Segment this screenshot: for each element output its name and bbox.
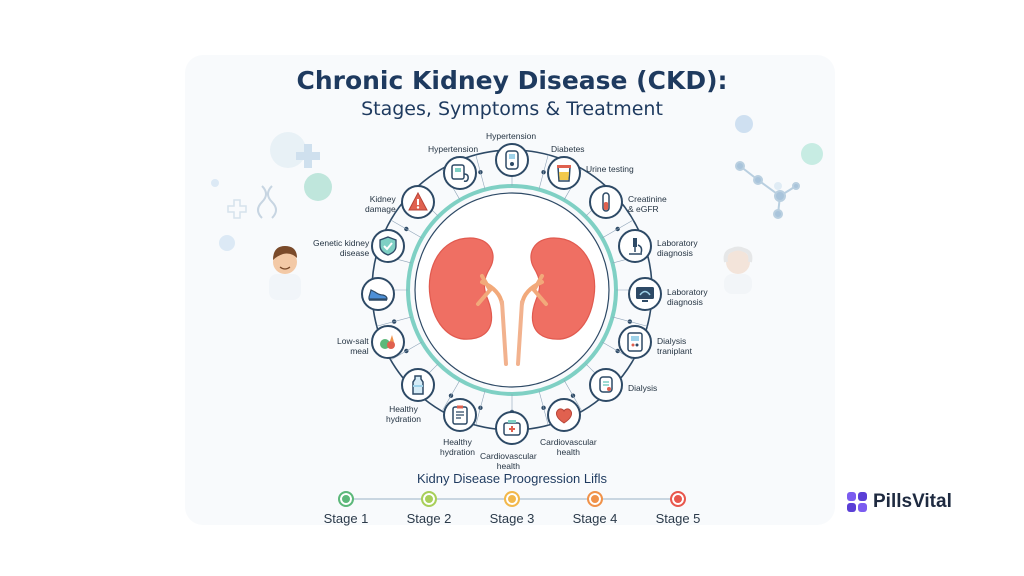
- ring-node-laboratory-diagnosis-1: [618, 229, 652, 263]
- ring-label-dialysis: Dialysis: [628, 383, 658, 393]
- stage-label-3: Stage 3: [489, 511, 535, 526]
- cross-icon: [296, 144, 320, 168]
- ring-label-laboratory-diagnosis-1: Laboratory diagnosis: [657, 238, 698, 258]
- glucose-meter-icon: [505, 150, 519, 170]
- test-tube-icon: [602, 192, 610, 212]
- decor-bubble: [735, 115, 753, 133]
- stage-dot-1: [338, 491, 354, 507]
- ring-node-diabetes: [547, 156, 581, 190]
- urine-cup-icon: [557, 165, 571, 182]
- ring-node-dialysis-transplant: [618, 325, 652, 359]
- stage-dot-2: [421, 491, 437, 507]
- ring-label-diabetes: Diabetes: [551, 144, 585, 154]
- molecule-icon: [735, 161, 800, 219]
- dialysis-machine-icon: [627, 332, 643, 352]
- ring-spoke: [475, 154, 486, 190]
- blood-pressure-monitor-icon: [451, 164, 469, 182]
- medicine-box-icon: [503, 420, 521, 436]
- ring-node-exercise: [361, 277, 395, 311]
- page-subtitle: Stages, Symptoms & Treatment: [361, 98, 663, 120]
- stage-label-4: Stage 4: [572, 511, 618, 526]
- ultrasound-monitor-icon: [636, 287, 654, 302]
- ring-node-dialysis: [589, 368, 623, 402]
- elder-avatar: [723, 246, 753, 294]
- stage-label-2: Stage 2: [406, 511, 452, 526]
- decor-bubble: [304, 173, 332, 201]
- ring-node-healthy-hydration-1: [443, 398, 477, 432]
- ring-label-laboratory-diagnosis-2: Laboratory diagnosis: [667, 287, 708, 307]
- ring-label-genetic-kidney-disease: Genetic kidney disease: [313, 238, 370, 258]
- decor-bubble: [211, 179, 219, 187]
- brand-name: PillsVital: [873, 491, 952, 512]
- left-ureter: [500, 300, 508, 366]
- warning-icon: [408, 191, 428, 211]
- doctor-avatar: [269, 246, 301, 300]
- right-ureter: [516, 300, 524, 366]
- dna-icon: [257, 185, 277, 219]
- ring-label-healthy-hydration-2: Healthy hydration: [386, 404, 421, 424]
- ring-node-genetic-kidney-disease: [371, 229, 405, 263]
- ring-spoke: [376, 316, 412, 327]
- ring-label-kidney-damage: Kidney damage: [365, 194, 396, 214]
- ring-node-cardiovascular-health-2: [495, 411, 529, 445]
- ring-spoke: [538, 154, 549, 190]
- shield-check-icon: [379, 236, 397, 256]
- kidneys-illustration: [428, 237, 596, 366]
- ring-node-cardiovascular-health-1: [547, 398, 581, 432]
- stage-label-1: Stage 1: [323, 511, 369, 526]
- vegetables-icon: [380, 335, 395, 349]
- ring-node-healthy-hydration-2: [401, 368, 435, 402]
- stage-dot-4: [587, 491, 603, 507]
- ring-spoke: [390, 219, 423, 239]
- stage-label-5: Stage 5: [655, 511, 701, 526]
- ring-label-dialysis-transplant: Dialysis traniplant: [657, 336, 692, 356]
- brand-logo: PillsVital: [846, 491, 952, 513]
- pill-logo-icon: [847, 492, 867, 512]
- ring-label-cardiovascular-health-2: Cardiovascular health: [480, 451, 537, 471]
- stage-dot-5: [670, 491, 686, 507]
- ring-spoke: [475, 390, 486, 426]
- ring-label-low-salt-meal: Low-salt meal: [337, 336, 369, 356]
- ring-node-laboratory-diagnosis-2: [628, 277, 662, 311]
- water-bottle-icon: [412, 375, 424, 395]
- ring-label-hypertension-1: Hypertension: [428, 144, 479, 154]
- ring-label-creatinine-egfr: Creatinine & eGFR: [628, 194, 667, 214]
- ring-label-hypertension-2: Hypertension: [486, 131, 537, 141]
- ring-spoke: [538, 390, 549, 426]
- ring-label-healthy-hydration-1: Healthy hydration: [440, 437, 475, 457]
- left-kidney: [428, 237, 494, 340]
- ring-spoke: [612, 316, 648, 327]
- heart-icon: [555, 408, 573, 424]
- ring-node-low-salt-meal: [371, 325, 405, 359]
- ring-node-hypertension-2: [495, 143, 529, 177]
- progression-title: Kidny Disease Proogression Lifls: [416, 471, 608, 486]
- right-kidney: [530, 237, 596, 340]
- ring-spoke: [601, 219, 634, 239]
- ring-node-hypertension-1: [443, 156, 477, 190]
- microscope-icon: [629, 238, 643, 255]
- decor-bubble: [801, 143, 823, 165]
- dialysis-bag-icon: [599, 376, 613, 393]
- ring-node-kidney-damage: [401, 185, 435, 219]
- ring-label-cardiovascular-health-1: Cardiovascular health: [540, 437, 597, 457]
- stage-dot-3: [504, 491, 520, 507]
- cross-icon: [227, 199, 247, 219]
- ring-label-urine-testing: Urine testing: [586, 164, 634, 174]
- sneaker-icon: [368, 289, 388, 301]
- decor-bubble: [774, 182, 782, 190]
- page-title: Chronic Kidney Disease (CKD):: [296, 66, 728, 95]
- ring-node-creatinine-egfr: [589, 185, 623, 219]
- decor-bubble: [219, 235, 235, 251]
- clipboard-icon: [452, 405, 468, 425]
